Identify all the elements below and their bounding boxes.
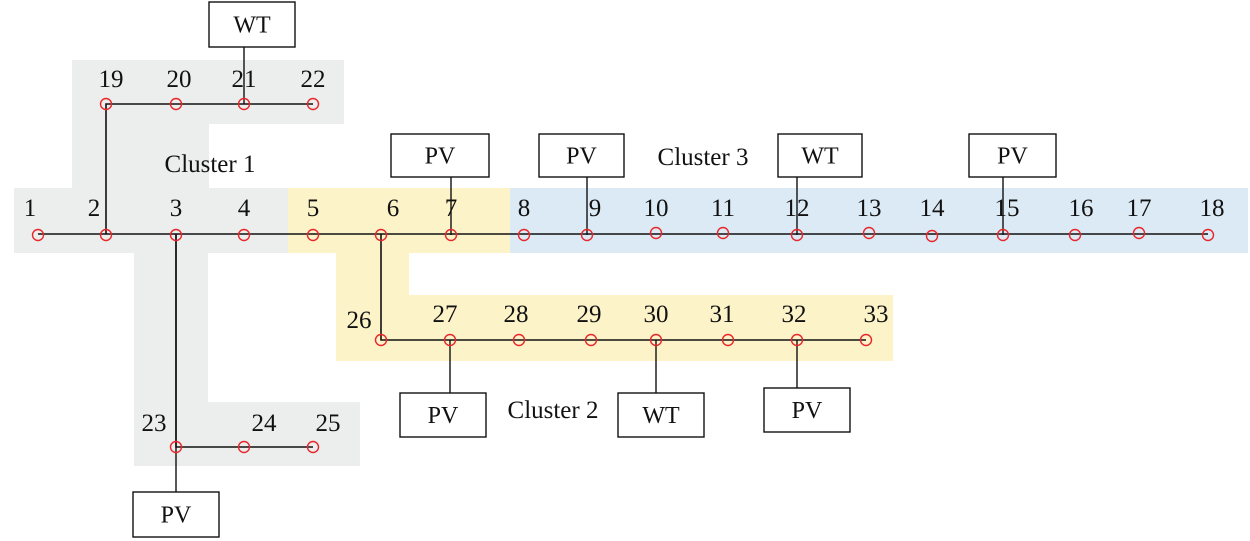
node-number: 22	[301, 66, 326, 93]
node-number: 28	[504, 301, 529, 328]
node-number: 11	[711, 195, 735, 222]
bus-node-19	[99, 97, 113, 111]
generator-box-wt-node-30	[617, 392, 705, 438]
generator-label: PV	[161, 503, 192, 529]
node-number: 32	[782, 301, 807, 328]
bus-node-29	[584, 333, 598, 347]
bus-node-32	[790, 333, 804, 347]
generator-label: PV	[566, 144, 597, 170]
bus-node-27	[443, 333, 457, 347]
cluster-1-label: Cluster 1	[165, 151, 256, 178]
node-number: 24	[252, 410, 278, 437]
node-number: 31	[710, 301, 735, 328]
generator-box-pv-node-27	[399, 392, 487, 438]
bus-node-33	[859, 333, 873, 347]
bus-node-15	[996, 228, 1010, 242]
generator-label: PV	[997, 144, 1028, 170]
node-number: 20	[167, 66, 192, 93]
node-number: 21	[232, 66, 257, 93]
bus-node-8	[517, 228, 531, 242]
bus-node-12	[790, 228, 804, 242]
node-number: 15	[995, 195, 1020, 222]
generator-label: PV	[425, 144, 456, 170]
generator-label: WT	[642, 403, 680, 429]
cluster-2-zone	[288, 188, 893, 361]
bus-node-11	[716, 226, 730, 240]
bus-node-28	[512, 333, 526, 347]
node-number: 4	[238, 195, 251, 222]
node-number: 16	[1069, 195, 1094, 222]
bus-node-4	[237, 228, 251, 242]
node-number: 1	[24, 195, 37, 222]
node-number: 10	[644, 195, 669, 222]
bus-nodes	[31, 97, 1215, 454]
bus-node-22	[306, 97, 320, 111]
cluster-3-label: Cluster 3	[658, 144, 749, 171]
node-number: 9	[589, 195, 602, 222]
node-number: 8	[518, 195, 531, 222]
generator-label: WT	[233, 13, 271, 39]
node-number: 2	[88, 195, 101, 222]
node-number: 33	[864, 301, 889, 328]
bus-node-10	[649, 226, 663, 240]
generator-box-pv-node-3	[132, 491, 220, 538]
node-number: 3	[170, 195, 183, 222]
generators	[132, 1, 1057, 538]
node-number: 19	[99, 66, 124, 93]
generator-label: WT	[801, 144, 839, 170]
bus-node-1	[31, 228, 45, 242]
bus-node-30	[649, 333, 663, 347]
bus-node-21	[237, 97, 251, 111]
bus-node-23	[169, 440, 183, 454]
bus-node-5	[306, 228, 320, 242]
node-number: 5	[307, 195, 320, 222]
generator-box-pv-node-15	[968, 133, 1057, 178]
node-number: 18	[1200, 195, 1225, 222]
bus-node-17	[1132, 226, 1146, 240]
generator-label: PV	[792, 398, 823, 424]
bus-node-6	[374, 228, 388, 242]
node-number: 26	[347, 307, 372, 334]
node-number: 17	[1127, 195, 1152, 222]
bus-node-2	[99, 228, 113, 242]
bus-node-18	[1201, 228, 1215, 242]
bus-node-13	[862, 226, 876, 240]
node-number: 29	[577, 301, 602, 328]
generator-label: PV	[428, 403, 459, 429]
cluster-3-zone	[510, 188, 1248, 253]
generator-box-pv-node-9	[538, 133, 625, 178]
bus-node-26	[374, 333, 388, 347]
cluster-2-label: Cluster 2	[508, 397, 599, 424]
cluster-zones	[14, 60, 1248, 466]
generator-box-pv-node-32	[763, 387, 851, 433]
node-number: 27	[433, 301, 458, 328]
bus-node-16	[1068, 228, 1082, 242]
node-number: 7	[445, 195, 458, 222]
node-number: 23	[142, 410, 167, 437]
generator-box-pv-node-7	[390, 133, 490, 178]
cluster-1-zone	[14, 60, 360, 466]
node-number: 14	[920, 195, 946, 222]
generator-box-wt-node-21	[208, 1, 296, 48]
node-number: 25	[316, 410, 341, 437]
bus-node-3	[169, 228, 183, 242]
node-number: 13	[857, 195, 882, 222]
bus-node-31	[721, 333, 735, 347]
bus-node-14	[925, 229, 939, 243]
bus-node-24	[237, 440, 251, 454]
bus-node-7	[444, 228, 458, 242]
branch-line-6-33	[380, 234, 866, 341]
generator-box-wt-node-12	[777, 133, 863, 178]
bus-node-25	[306, 440, 320, 454]
node-number: 6	[387, 195, 400, 222]
bus-node-20	[169, 97, 183, 111]
node-number: 12	[785, 195, 810, 222]
node-number: 30	[644, 301, 669, 328]
bus-node-9	[580, 228, 594, 242]
